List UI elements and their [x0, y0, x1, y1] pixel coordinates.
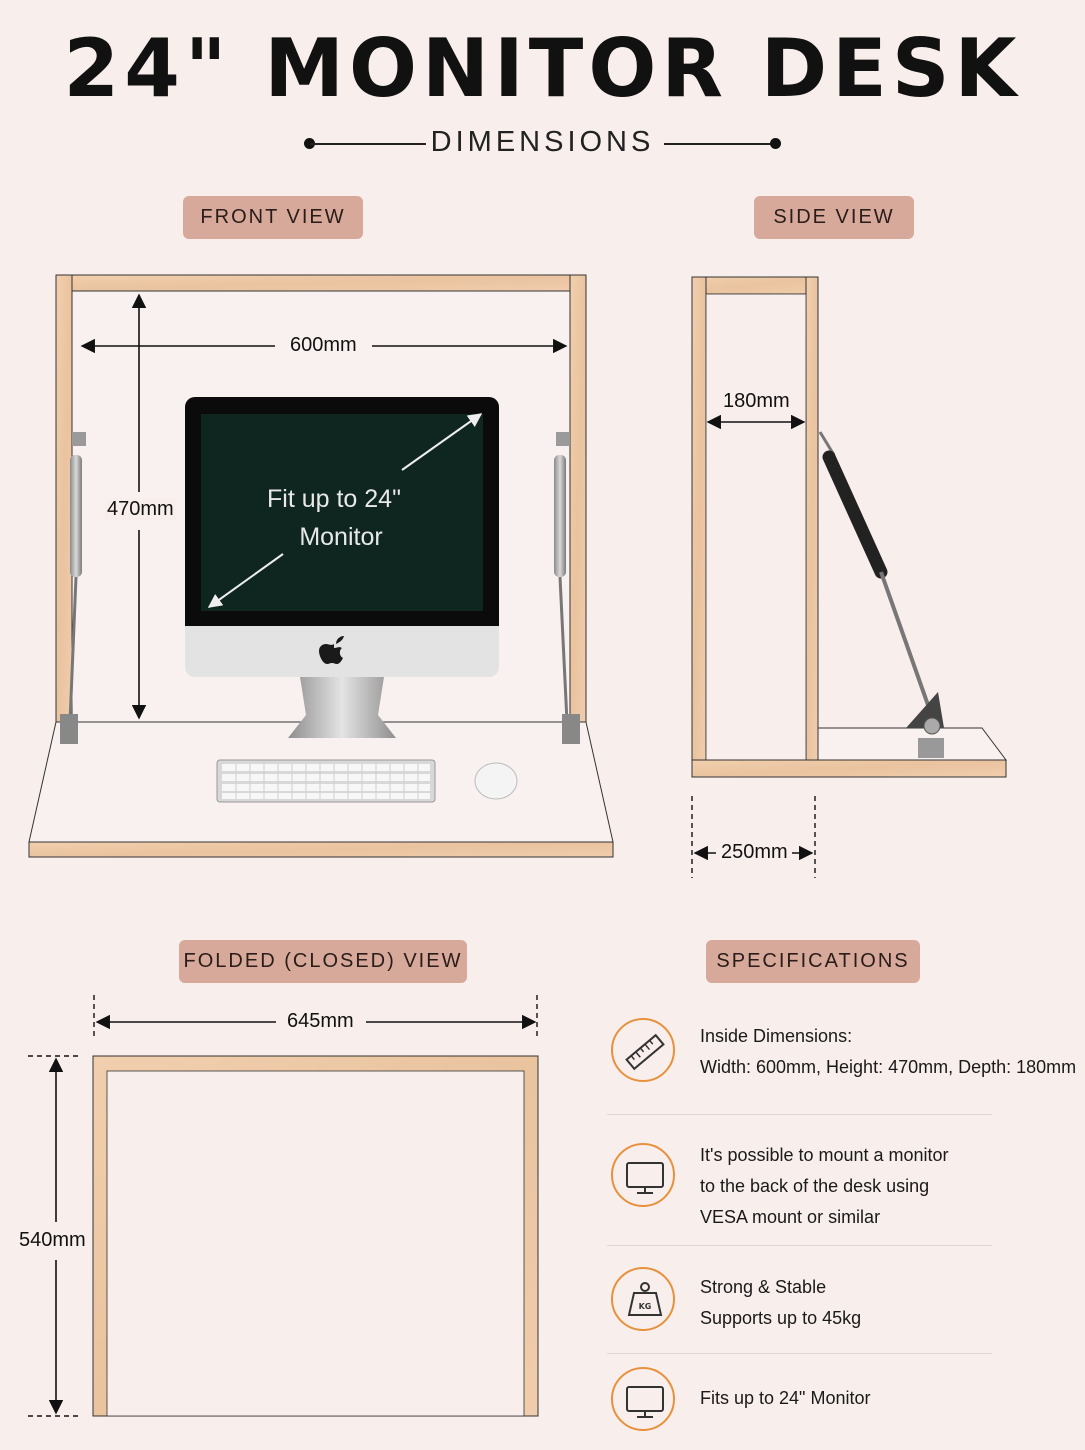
- apple-logo-icon: [319, 636, 344, 664]
- page-title: 24" MONITOR DESK: [63, 22, 1022, 115]
- spec-line: to the back of the desk using: [700, 1176, 930, 1196]
- spec-item-strength: Strong & Stable Supports up to 45kg: [700, 1272, 861, 1334]
- spec-divider: [607, 1245, 992, 1246]
- spec-line: Width: 600mm, Height: 470mm, Depth: 180m…: [700, 1057, 1077, 1077]
- ruler-icon: [611, 1018, 675, 1082]
- monitor-icon: [611, 1143, 675, 1207]
- subtitle-dot-right: [770, 138, 781, 149]
- spec-line: Supports up to 45kg: [700, 1308, 862, 1328]
- screen-text-line1: Fit up to 24": [267, 485, 401, 513]
- folded-view-drawing: [28, 995, 539, 1417]
- side-view-drawing: [691, 276, 1007, 878]
- subtitle-line-right: [664, 143, 776, 145]
- side-outer-depth-label: 250mm: [721, 841, 788, 863]
- front-width-label: 600mm: [290, 334, 357, 356]
- subtitle-row: DIMENSIONS: [0, 126, 1085, 162]
- spec-divider: [607, 1114, 992, 1115]
- front-view-label: FRONT VIEW: [183, 196, 363, 239]
- spec-line: VESA mount or similar: [700, 1207, 881, 1227]
- subtitle-dot-left: [304, 138, 315, 149]
- page-subtitle: DIMENSIONS: [430, 126, 655, 158]
- folded-width-label: 645mm: [287, 1010, 354, 1032]
- folded-height-label: 540mm: [17, 1229, 88, 1252]
- spec-divider: [607, 1353, 992, 1354]
- front-height-label: 470mm: [105, 498, 176, 521]
- monitor-icon: [611, 1367, 675, 1431]
- weight-icon: KG: [611, 1267, 675, 1331]
- side-inner-depth-label: 180mm: [723, 390, 790, 412]
- spec-line: Strong & Stable: [700, 1277, 827, 1297]
- spec-line: Inside Dimensions:: [700, 1026, 853, 1046]
- spec-item-vesa-mount: It's possible to mount a monitor to the …: [700, 1140, 949, 1233]
- subtitle-line-left: [310, 143, 426, 145]
- side-view-label: SIDE VIEW: [754, 196, 914, 239]
- spec-item-monitor-fit: Fits up to 24" Monitor: [700, 1383, 870, 1414]
- screen-text-line2: Monitor: [299, 523, 383, 551]
- spec-line: Fits up to 24" Monitor: [700, 1388, 871, 1408]
- spec-item-inside-dimensions: Inside Dimensions: Width: 600mm, Height:…: [700, 1021, 1076, 1083]
- specifications-label: SPECIFICATIONS: [706, 940, 920, 983]
- folded-view-label: FOLDED (CLOSED) VIEW: [179, 940, 467, 983]
- spec-line: It's possible to mount a monitor: [700, 1145, 949, 1165]
- front-view-drawing: [28, 274, 614, 858]
- svg-text:KG: KG: [639, 1302, 652, 1311]
